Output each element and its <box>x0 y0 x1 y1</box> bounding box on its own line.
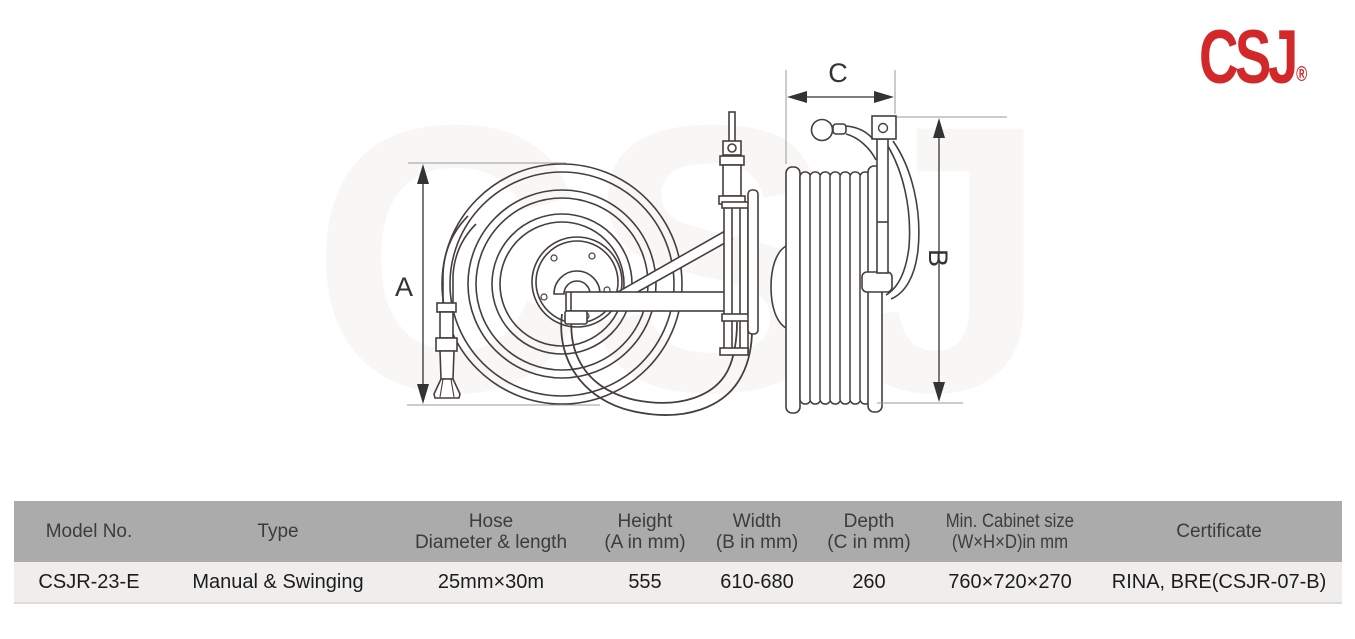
cell-cabinet: 760×720×270 <box>948 570 1072 593</box>
csj-logo-text: CSJ® <box>1199 15 1308 100</box>
dimension-a-label: A <box>395 272 413 302</box>
col-header-depth: Depth (C in mm) <box>827 510 911 553</box>
front-view-drawing <box>433 111 759 416</box>
col-header-hose: Hose Diameter & length <box>414 510 568 553</box>
pivot-bracket <box>871 115 897 140</box>
spec-table: Model No. Type Hose Diameter & length He… <box>14 501 1342 604</box>
dimension-c-label: C <box>828 58 848 88</box>
col-header-certificate: Certificate <box>1176 521 1262 542</box>
hose-coils <box>799 171 872 405</box>
axle-hub <box>770 245 787 329</box>
cell-depth: 260 <box>852 570 886 593</box>
dimension-b-label: B <box>923 249 953 267</box>
spec-table-header-row: Model No. Type Hose Diameter & length He… <box>14 501 1342 562</box>
col-header-height: Height (A in mm) <box>604 510 686 553</box>
col-header-type: Type <box>257 521 299 542</box>
ball-handle <box>810 118 877 161</box>
cell-height: 555 <box>628 570 662 593</box>
hose-reel-technical-drawing: CSJ <box>394 58 1007 416</box>
cell-hose: 25mm×30m <box>437 570 545 593</box>
cell-certificate: RINA, BRE(CSJR-07-B) <box>1111 570 1327 593</box>
col-header-cabinet: Min. Cabinet size (W×H×D)in mm <box>945 510 1075 553</box>
csj-logo: CSJ® <box>1199 20 1347 96</box>
col-header-model: Model No. <box>45 521 133 542</box>
dimension-c: C <box>785 58 896 164</box>
nozzle <box>433 302 461 399</box>
dimension-a: A <box>395 162 600 406</box>
cell-model: CSJR-23-E <box>38 570 140 593</box>
spec-table-data-row: CSJR-23-E Manual & Swinging 25mm×30m 555… <box>14 562 1342 604</box>
dimension-b: B <box>877 116 1007 404</box>
side-view-drawing <box>770 115 920 414</box>
cell-type: Manual & Swinging <box>192 570 364 593</box>
cell-width: 610-680 <box>720 570 794 593</box>
registered-mark: ® <box>1296 63 1308 86</box>
col-header-width: Width (B in mm) <box>715 510 799 553</box>
swing-arm-mount <box>564 111 759 356</box>
